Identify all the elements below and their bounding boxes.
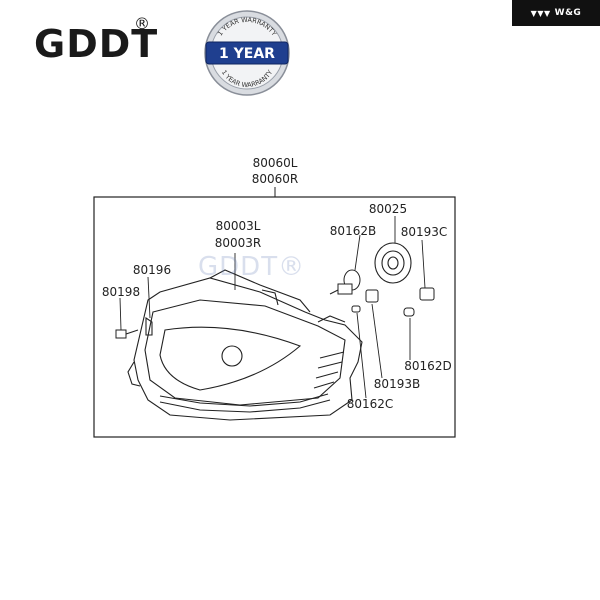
- label-80060R: 80060R: [252, 172, 299, 186]
- screw-80198: [115, 329, 139, 339]
- badge-center-text: 1 YEAR: [219, 46, 275, 62]
- label-80025: 80025: [369, 202, 407, 216]
- label-80193C: 80193C: [401, 225, 448, 239]
- socket-80193C: [403, 287, 435, 317]
- label-80196: 80196: [133, 263, 171, 277]
- headlamp-drawing: [127, 269, 363, 421]
- label-80003L: 80003L: [216, 219, 261, 233]
- label-80060L: 80060L: [253, 156, 298, 170]
- corner-tag-text: W&G: [554, 8, 582, 18]
- watermark: GDDT®: [198, 252, 306, 282]
- leader-lines: [119, 216, 426, 399]
- cap-80025: [374, 242, 412, 284]
- warranty-badge: 1 YEAR WARRANTY 1 YEAR WARRANTY 1 YEAR: [204, 10, 290, 96]
- label-80162B: 80162B: [330, 224, 376, 238]
- label-80003R: 80003R: [215, 236, 262, 250]
- corner-tag: ▼▼▼ W&G: [512, 0, 600, 26]
- socket-80193B: [351, 289, 379, 313]
- label-80193B: 80193B: [374, 377, 420, 391]
- corner-tag-mark: ▼▼▼: [530, 8, 551, 18]
- label-80162D: 80162D: [404, 359, 451, 373]
- registered-mark: ®: [134, 14, 150, 33]
- bulb-80162B: [329, 269, 361, 295]
- label-80198: 80198: [102, 285, 140, 299]
- brand-logo: GDDT: [34, 22, 159, 66]
- label-80162C: 80162C: [347, 397, 394, 411]
